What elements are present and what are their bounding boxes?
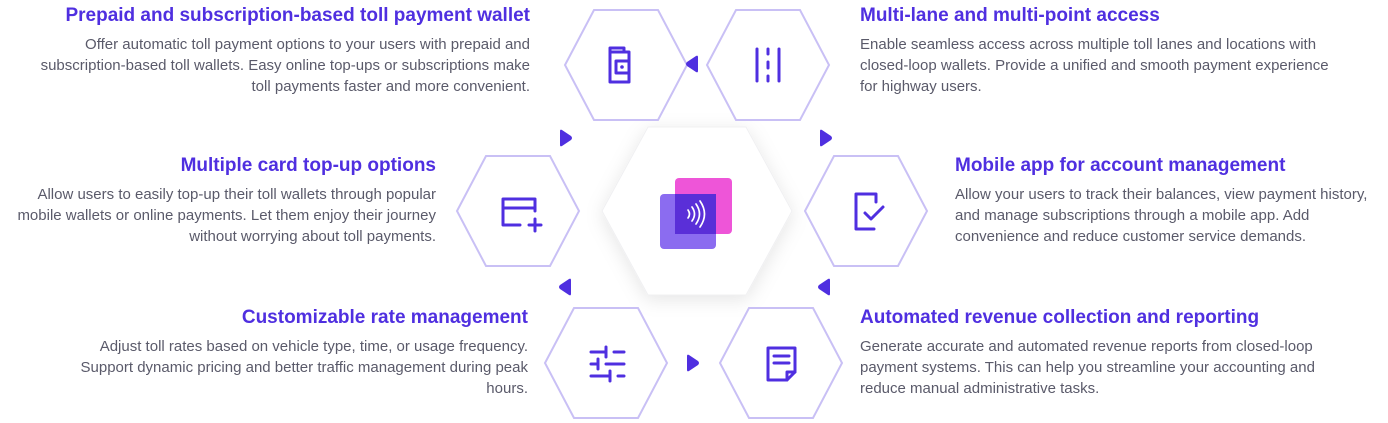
feature-mobile-app: Mobile app for account management Allow … bbox=[955, 154, 1385, 247]
feature-description: Allow your users to track their balances… bbox=[955, 186, 1368, 245]
feature-title: Mobile app for account management bbox=[955, 155, 1286, 176]
feature-description: Adjust toll rates based on vehicle type,… bbox=[80, 338, 528, 397]
feature-revenue-reporting: Automated revenue collection and reporti… bbox=[860, 306, 1330, 399]
lanes-icon bbox=[755, 47, 781, 83]
feature-title: Prepaid and subscription-based toll paym… bbox=[65, 5, 530, 26]
feature-card-topup: Multiple card top-up options Allow users… bbox=[4, 154, 436, 247]
arrow-right-bottom bbox=[687, 354, 699, 372]
arrow-left-top bbox=[686, 55, 698, 73]
feature-title: Multiple card top-up options bbox=[180, 155, 436, 176]
feature-title: Customizable rate management bbox=[241, 307, 528, 328]
arrow-left-lower-right bbox=[818, 278, 830, 296]
feature-title: Multi-lane and multi-point access bbox=[860, 5, 1160, 26]
feature-prepaid-wallet: Prepaid and subscription-based toll paym… bbox=[20, 4, 530, 97]
hexagon-wallet bbox=[563, 9, 689, 121]
hexagon-mobile bbox=[803, 155, 929, 267]
mobile-check-icon bbox=[854, 192, 885, 231]
report-icon bbox=[766, 346, 797, 382]
hexagon-card bbox=[455, 155, 581, 267]
arrow-left-lower-left bbox=[559, 278, 571, 296]
arrow-right-upper-right bbox=[820, 129, 832, 147]
feature-description: Offer automatic toll payment options to … bbox=[40, 36, 530, 95]
feature-rate-management: Customizable rate management Adjust toll… bbox=[60, 306, 528, 399]
feature-description: Allow users to easily top-up their toll … bbox=[17, 186, 436, 245]
feature-multi-lane-access: Multi-lane and multi-point access Enable… bbox=[860, 4, 1330, 97]
card-plus-icon bbox=[501, 197, 543, 233]
arrow-right-upper-left bbox=[560, 129, 572, 147]
feature-description: Generate accurate and automated revenue … bbox=[860, 338, 1315, 397]
feature-title: Automated revenue collection and reporti… bbox=[860, 307, 1260, 328]
feature-description: Enable seamless access across multiple t… bbox=[860, 36, 1329, 95]
contactless-payment-icon bbox=[660, 178, 732, 249]
wallet-icon bbox=[608, 46, 631, 84]
center-hexagon bbox=[601, 126, 793, 296]
sliders-icon bbox=[589, 345, 626, 383]
